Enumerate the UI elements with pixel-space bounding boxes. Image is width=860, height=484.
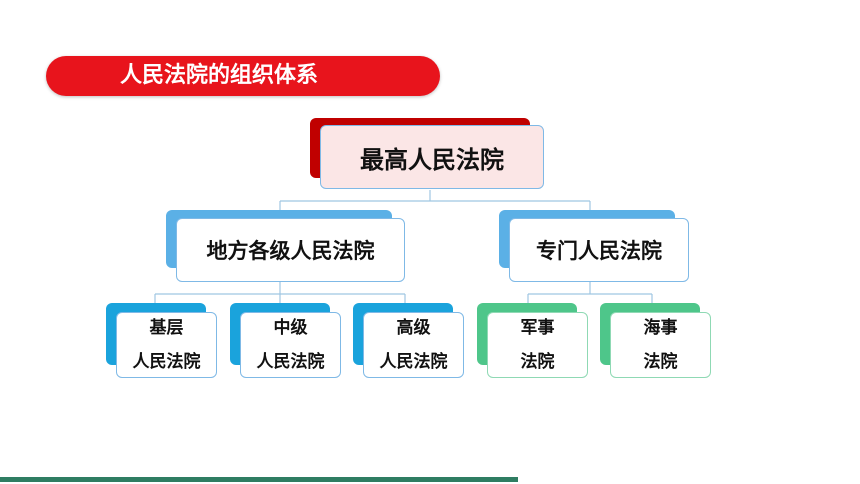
military-court-line1: 军事 (520, 318, 555, 338)
basic-court-line2: 人民法院 (132, 352, 201, 372)
maritime-court-node: 海事 法院 (610, 312, 711, 378)
intermediate-court-line1: 中级 (273, 318, 308, 338)
supreme-court-label: 最高人民法院 (360, 145, 504, 174)
military-court-line2: 法院 (520, 352, 555, 372)
bottom-divider (0, 477, 518, 482)
intermediate-court-node: 中级 人民法院 (240, 312, 341, 378)
high-court-node: 高级 人民法院 (363, 312, 464, 378)
maritime-court-line1: 海事 (643, 318, 678, 338)
military-court-node: 军事 法院 (487, 312, 588, 378)
special-courts-label: 专门人民法院 (536, 239, 662, 263)
basic-court-line1: 基层 (149, 318, 184, 338)
local-courts-label: 地方各级人民法院 (206, 239, 375, 263)
supreme-court-node: 最高人民法院 (320, 125, 544, 189)
intermediate-court-line2: 人民法院 (256, 352, 325, 372)
high-court-line2: 人民法院 (379, 352, 448, 372)
basic-court-node: 基层 人民法院 (116, 312, 217, 378)
local-courts-node: 地方各级人民法院 (176, 218, 405, 282)
special-courts-node: 专门人民法院 (509, 218, 689, 282)
diagram-title: 人民法院的组织体系 (120, 63, 319, 88)
maritime-court-line2: 法院 (643, 352, 678, 372)
title-banner (46, 56, 440, 96)
high-court-line1: 高级 (396, 318, 431, 338)
